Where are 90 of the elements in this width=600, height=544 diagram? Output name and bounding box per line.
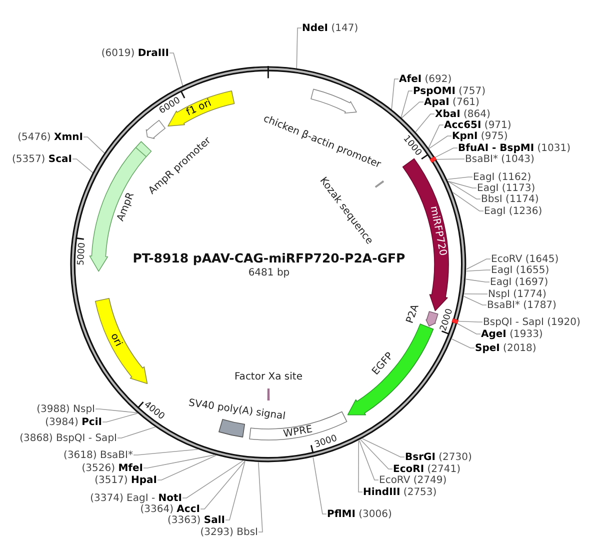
feature-label: Factor Xa site bbox=[234, 372, 302, 383]
leader-line bbox=[415, 114, 435, 132]
restriction-site-label: EcoRI (2741) bbox=[393, 464, 460, 474]
restriction-site-label: ApaI (761) bbox=[424, 96, 480, 108]
leader-line bbox=[143, 454, 215, 468]
feature-label: SV40 poly(A) signal bbox=[188, 398, 286, 422]
feature-label: WPRE bbox=[282, 424, 314, 440]
restriction-site-label: AfeI (692) bbox=[399, 74, 452, 84]
restriction-site-label: XbaI (864) bbox=[435, 108, 490, 120]
leader-line bbox=[360, 439, 393, 470]
leader-line bbox=[448, 180, 477, 188]
restriction-site-label: BsaBI* (1787) bbox=[487, 300, 556, 310]
restriction-site-label: SpeI (2018) bbox=[475, 342, 536, 354]
scale-label: 2000 bbox=[438, 307, 455, 332]
leader-line bbox=[466, 258, 491, 270]
restriction-site-label: (6019) DraIII bbox=[101, 48, 169, 58]
leader-line bbox=[296, 28, 302, 69]
plasmid-name: PT-8918 pAAV-CAG-miRFP720-P2A-GFP bbox=[132, 250, 406, 266]
feature-label: ori bbox=[108, 332, 124, 348]
scale-label: 5000 bbox=[76, 242, 88, 266]
leader-line bbox=[258, 462, 263, 532]
restriction-site-label: BsaBI* (1043) bbox=[465, 154, 534, 164]
leader-line bbox=[72, 158, 94, 174]
restriction-site-label: (3364) AccI bbox=[140, 504, 200, 514]
leader-line bbox=[466, 270, 491, 272]
restriction-site-label: PflMI (3006) bbox=[327, 508, 392, 520]
leader-line bbox=[446, 176, 473, 180]
leader-line bbox=[83, 136, 106, 154]
feature-label: P2A bbox=[404, 303, 422, 326]
restriction-site-label: (3374) EagI - NotI bbox=[90, 492, 182, 504]
restriction-site-label: BspQI - SapI (1920) bbox=[483, 316, 580, 328]
restriction-site-label: EcoRV (1645) bbox=[491, 254, 559, 264]
restriction-site-label: (3988) NspI bbox=[36, 404, 95, 414]
restriction-site-label: NspI (1774) bbox=[488, 288, 546, 300]
restriction-site-label: EagI (1655) bbox=[491, 264, 550, 276]
restriction-site-label: BbsI (1174) bbox=[481, 194, 539, 204]
restriction-site-label: (3618) BsaBI* bbox=[64, 450, 133, 460]
leader-line bbox=[133, 448, 198, 456]
restriction-site-label: NdeI (147) bbox=[302, 22, 358, 34]
restriction-site-label: (5357) ScaI bbox=[12, 154, 72, 164]
restriction-site-label: (3526) MfeI bbox=[82, 462, 143, 474]
leader-line bbox=[466, 278, 490, 282]
restriction-site-label: EagI (1697) bbox=[490, 276, 548, 288]
leader-line bbox=[169, 52, 184, 86]
leader-line bbox=[436, 158, 465, 160]
leader-line bbox=[200, 460, 246, 510]
restriction-site-label: EagI (1173) bbox=[477, 182, 536, 194]
restriction-site-label: (3293) BbsI bbox=[200, 526, 258, 538]
leader-line bbox=[358, 440, 363, 492]
leader-line bbox=[448, 181, 481, 200]
leader-line bbox=[95, 408, 138, 414]
leader-line bbox=[225, 460, 246, 520]
leader-line bbox=[362, 438, 405, 458]
leader-line bbox=[117, 426, 156, 438]
leader-line bbox=[458, 320, 483, 322]
restriction-site-label: (5476) XmnI bbox=[18, 132, 83, 142]
leader-line bbox=[391, 78, 399, 110]
leader-line bbox=[428, 136, 452, 149]
leader-line bbox=[464, 296, 487, 306]
leader-line bbox=[102, 412, 138, 422]
restriction-site-label: EagI (1236) bbox=[484, 206, 542, 216]
leader-line bbox=[358, 440, 379, 480]
feature-label: f1 ori bbox=[184, 98, 214, 119]
feature-label: miRFP720 bbox=[428, 206, 449, 258]
restriction-site-label: KpnI (975) bbox=[452, 130, 508, 142]
leader-line bbox=[434, 148, 458, 158]
leader-line bbox=[428, 124, 444, 148]
leader-line bbox=[452, 192, 484, 212]
leader-line bbox=[457, 323, 481, 334]
leader-line bbox=[401, 102, 424, 118]
restriction-site-label: AgeI (1933) bbox=[481, 328, 543, 340]
restriction-site-label: Acc65I (971) bbox=[444, 120, 512, 130]
leader-line bbox=[312, 457, 327, 514]
restriction-site-label: (3517) HpaI bbox=[94, 474, 157, 486]
restriction-site-label: (3363) SalI bbox=[167, 514, 225, 526]
plasmid-size: 6481 bp bbox=[248, 267, 290, 278]
restriction-site-label: BsrGI (2730) bbox=[405, 452, 472, 462]
restriction-site-label: PspOMI (757) bbox=[413, 86, 486, 96]
leader-line bbox=[157, 455, 216, 480]
restriction-site-label: (3984) PciI bbox=[45, 416, 102, 428]
scale-label: 3000 bbox=[314, 434, 339, 450]
restriction-site-label: BfuAI - BspMI (1031) bbox=[458, 142, 571, 154]
leader-line bbox=[452, 338, 475, 348]
feature-label: AmpR bbox=[114, 191, 136, 224]
restriction-site-label: EcoRV (2749) bbox=[379, 474, 447, 486]
restriction-site-label: (3868) BspQI - SapI bbox=[20, 432, 117, 444]
restriction-site-label: EagI (1162) bbox=[473, 172, 532, 182]
leader-line bbox=[182, 460, 244, 498]
leader-line bbox=[400, 90, 413, 118]
restriction-site-label: HindIII (2753) bbox=[363, 486, 437, 498]
